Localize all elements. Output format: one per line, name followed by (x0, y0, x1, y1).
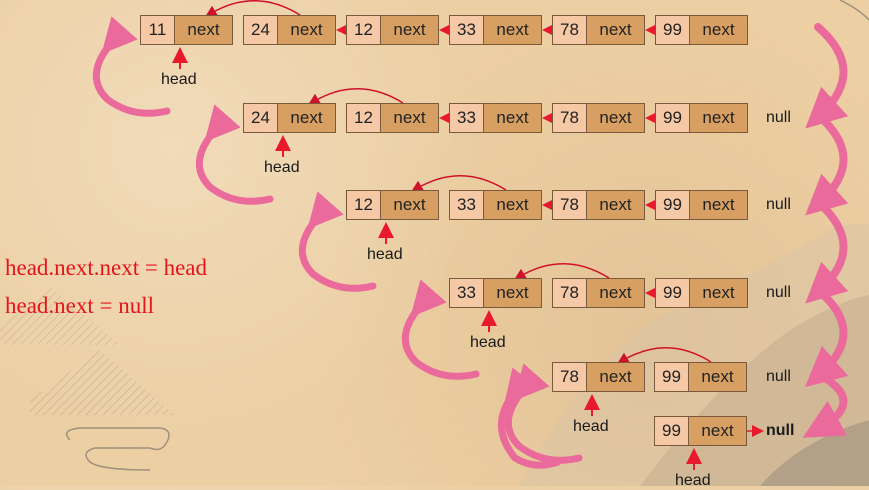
null-label: null (766, 422, 795, 439)
node-next-label: next (690, 278, 748, 308)
node-next-label: next (278, 103, 336, 133)
node-next-label: next (484, 190, 542, 220)
null-label: null (766, 368, 791, 385)
mountain-shape (0, 285, 120, 345)
node-next-label: next (381, 15, 439, 45)
reverse-arrow (513, 263, 610, 281)
node-value: 99 (655, 278, 690, 308)
reverse-arrow (410, 175, 507, 193)
curved-swoosh-arrow (498, 367, 562, 469)
node-value: 78 (552, 190, 587, 220)
node-value: 24 (243, 15, 278, 45)
node-value: 99 (655, 15, 690, 45)
node-value: 24 (243, 103, 278, 133)
head-label: head (367, 246, 403, 263)
node-value: 12 (346, 190, 381, 220)
cloud-decoration (65, 427, 170, 471)
head-label: head (264, 159, 300, 176)
node-next-label: next (175, 15, 233, 45)
curved-swoosh-arrow (504, 363, 583, 464)
node-value: 33 (449, 278, 484, 308)
node-value: 78 (552, 15, 587, 45)
node-next-label: next (689, 362, 747, 392)
null-label: null (766, 284, 791, 301)
node-next-label: next (690, 15, 748, 45)
node-next-label: next (587, 15, 645, 45)
node-next-label: next (587, 362, 645, 392)
node-value: 12 (346, 103, 381, 133)
mountain-shape (30, 350, 175, 415)
node-next-label: next (587, 103, 645, 133)
node-value: 99 (654, 416, 689, 446)
node-next-label: next (484, 278, 542, 308)
node-next-label: next (689, 416, 747, 446)
code-line-2: head.next = null (5, 293, 155, 318)
reverse-arrow (204, 0, 301, 18)
node-value: 33 (449, 190, 484, 220)
null-label: null (766, 109, 791, 126)
head-label: head (675, 472, 711, 489)
node-next-label: next (381, 190, 439, 220)
head-label: head (161, 71, 197, 88)
curved-swoosh-arrow (401, 279, 480, 380)
node-value: 11 (140, 15, 175, 45)
step-transition-arrow (804, 286, 849, 388)
cloud-decoration (839, 0, 869, 21)
node-value: 78 (552, 278, 587, 308)
head-label: head (470, 334, 506, 351)
node-value: 78 (552, 362, 587, 392)
node-value: 33 (449, 103, 484, 133)
reverse-arrow (616, 347, 712, 365)
code-line-1: head.next.next = head (5, 255, 208, 280)
curved-swoosh-arrow (92, 16, 171, 117)
node-next-label: next (587, 278, 645, 308)
node-value: 12 (346, 15, 381, 45)
node-next-label: next (381, 103, 439, 133)
curved-swoosh-arrow (298, 191, 377, 292)
node-value: 99 (655, 190, 690, 220)
step-transition-arrow (805, 198, 849, 304)
step-transition-arrow (802, 370, 848, 438)
node-next-label: next (484, 103, 542, 133)
node-next-label: next (690, 190, 748, 220)
node-next-label: next (484, 15, 542, 45)
node-value: 33 (449, 15, 484, 45)
null-label: null (766, 196, 791, 213)
node-next-label: next (587, 190, 645, 220)
step-transition-arrow (805, 23, 849, 129)
reverse-arrow (307, 88, 404, 106)
landscape-decoration (520, 223, 869, 486)
curved-swoosh-arrow (195, 104, 274, 205)
node-value: 78 (552, 103, 587, 133)
head-label: head (573, 418, 609, 435)
node-value: 99 (654, 362, 689, 392)
node-next-label: next (690, 103, 748, 133)
step-transition-arrow (805, 111, 849, 216)
node-next-label: next (278, 15, 336, 45)
node-value: 99 (655, 103, 690, 133)
